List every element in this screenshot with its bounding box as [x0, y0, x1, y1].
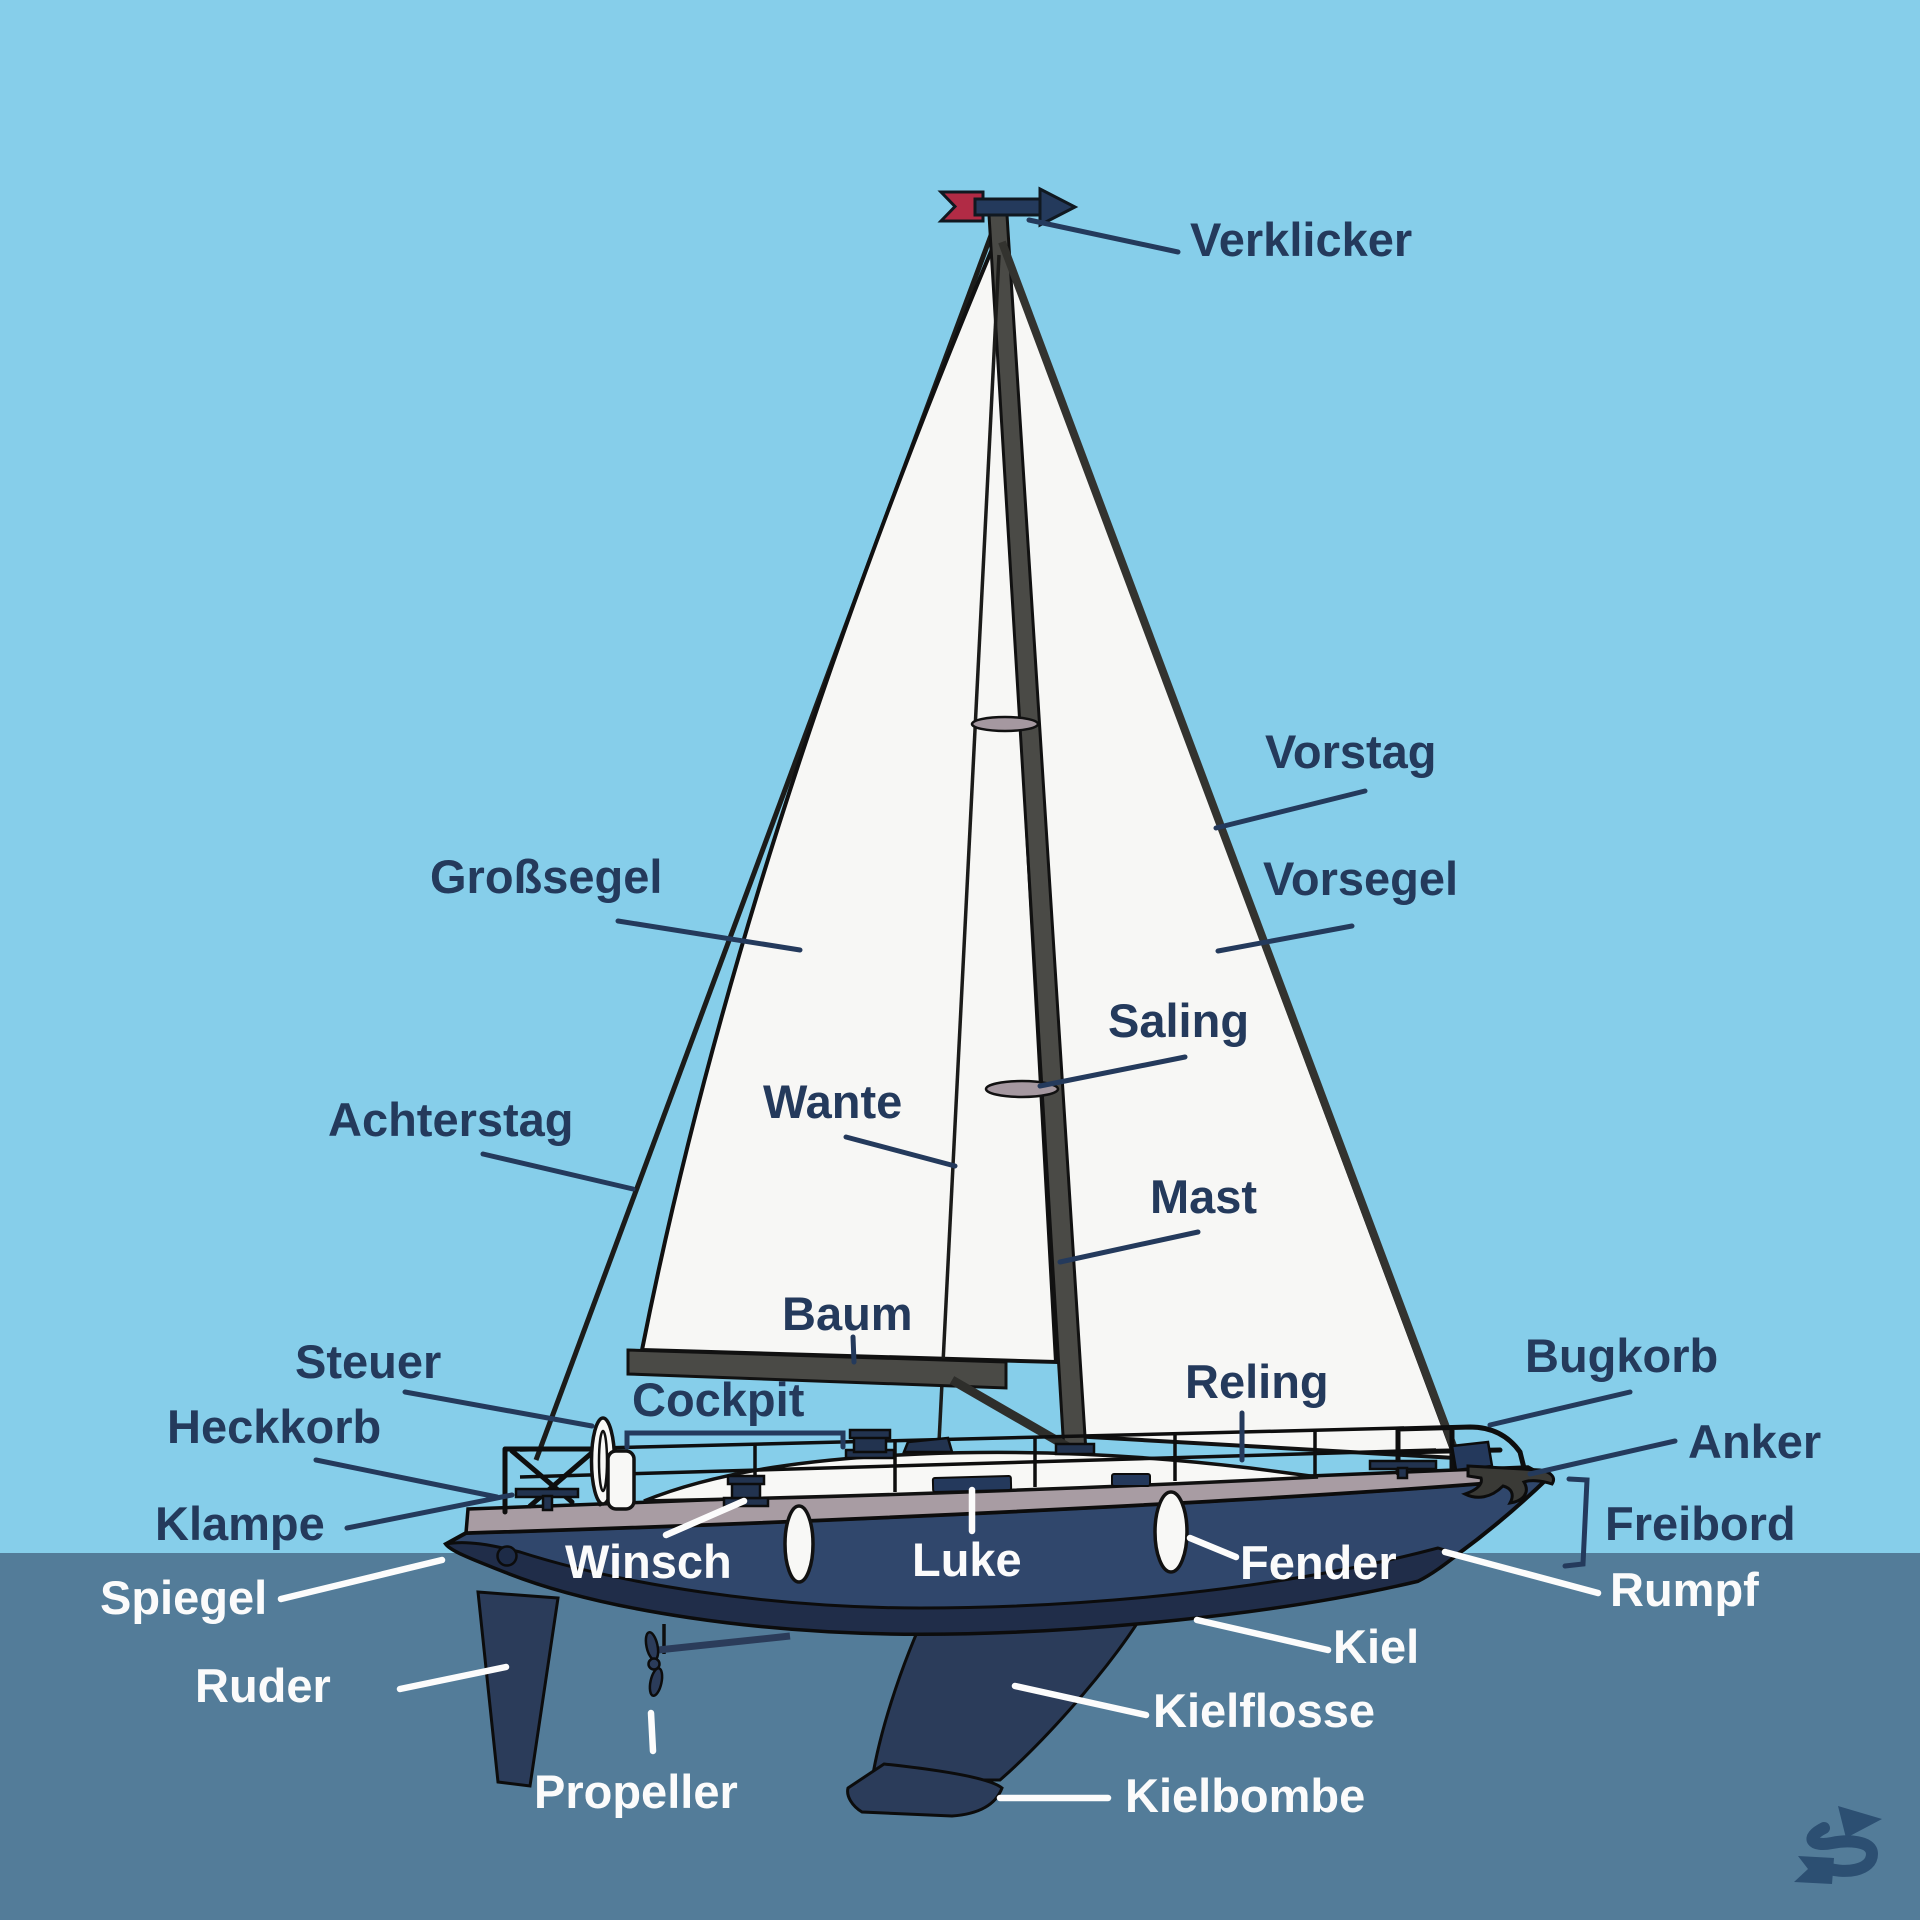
- stern-cleat: [514, 1487, 580, 1512]
- label-spiegel: Spiegel: [100, 1571, 267, 1624]
- label-winsch: Winsch: [565, 1535, 732, 1588]
- label-freibord: Freibord: [1605, 1497, 1796, 1550]
- labels: Verklicker Vorstag Vorsegel Großsegel Sa…: [100, 213, 1821, 1822]
- label-kielflosse: Kielflosse: [1153, 1684, 1375, 1737]
- label-heckkorb: Heckkorb: [167, 1400, 381, 1453]
- label-wante: Wante: [763, 1075, 902, 1128]
- s-arrow-logo: [1794, 1806, 1882, 1884]
- pointer-grosssegel: [615, 918, 803, 953]
- pointer-winsch: [662, 1497, 748, 1539]
- shroud-line: [936, 254, 1001, 1463]
- wind-vane-arrow-icon: [937, 186, 1079, 228]
- label-bugkorb: Bugkorb: [1525, 1329, 1718, 1382]
- label-achterstag: Achterstag: [328, 1093, 574, 1146]
- label-baum: Baum: [782, 1287, 913, 1340]
- pointer-anker: [1527, 1438, 1678, 1477]
- pointer-verklicker: [1026, 217, 1181, 255]
- bow-cleat: [1368, 1459, 1438, 1480]
- pointer-rumpf: [1441, 1548, 1602, 1597]
- label-kiel: Kiel: [1333, 1620, 1419, 1673]
- cockpit-bracket: [624, 1430, 846, 1450]
- label-anker: Anker: [1688, 1415, 1821, 1468]
- fender-aft: [783, 1504, 815, 1584]
- label-mast: Mast: [1150, 1170, 1257, 1223]
- cabin-window: [1111, 1473, 1151, 1487]
- label-vorsegel: Vorsegel: [1263, 852, 1458, 905]
- label-rumpf: Rumpf: [1610, 1563, 1759, 1616]
- mainsail: [639, 241, 1059, 1365]
- forestay-line: [998, 240, 1463, 1464]
- rudder-blade: [476, 1590, 560, 1788]
- freibord-bracket: [1562, 1476, 1590, 1569]
- hull-underwater-band: [443, 1541, 1462, 1636]
- pointer-mast: [1057, 1229, 1201, 1265]
- pointer-propeller: [647, 1709, 657, 1755]
- label-verklicker: Verklicker: [1190, 213, 1412, 266]
- label-fender: Fender: [1240, 1536, 1397, 1589]
- pointer-klampe: [344, 1492, 515, 1531]
- pointer-achterstag: [480, 1151, 636, 1192]
- fender-forward: [1153, 1490, 1189, 1574]
- pointer-wante: [843, 1134, 958, 1169]
- pointer-ruder: [396, 1663, 510, 1693]
- wind-vane-flag: [937, 190, 985, 223]
- label-klampe: Klampe: [155, 1497, 325, 1550]
- bow-pulpit: [1395, 1424, 1527, 1476]
- propeller-hub: [647, 1657, 661, 1671]
- label-ruder: Ruder: [195, 1659, 331, 1712]
- cabin-winch: [844, 1428, 896, 1460]
- pointer-steuer: [402, 1389, 595, 1429]
- lower-lifeline: [519, 1448, 1437, 1479]
- pointer-kielflosse: [1011, 1682, 1150, 1719]
- boom-spar: [626, 1348, 1008, 1390]
- label-reling: Reling: [1185, 1355, 1329, 1408]
- pointer-baum: [850, 1334, 857, 1365]
- pointer-heckkorb: [313, 1457, 500, 1500]
- logo-arrowhead: [1838, 1806, 1882, 1838]
- pointer-saling: [1037, 1054, 1188, 1089]
- porthole: [496, 1545, 518, 1567]
- label-cockpit: Cockpit: [632, 1373, 805, 1426]
- logo-flag-tail: [1794, 1856, 1834, 1884]
- keel-fin: [870, 1620, 1141, 1782]
- pointer-spiegel: [277, 1556, 446, 1603]
- label-kielbombe: Kielbombe: [1125, 1769, 1365, 1822]
- sailboat-illustration: [443, 186, 1555, 1818]
- deck-vent: [902, 1436, 954, 1454]
- pointer-lines-white: [277, 1486, 1602, 1802]
- propeller-illustration: [644, 1624, 791, 1697]
- mast-base-plate: [1054, 1442, 1096, 1456]
- label-luke: Luke: [912, 1533, 1022, 1586]
- label-propeller: Propeller: [534, 1765, 738, 1818]
- propeller-strut: [657, 1632, 791, 1654]
- cockpit-coaming: [606, 1449, 636, 1511]
- keel-bulb: [846, 1762, 1004, 1818]
- upper-spreader: [970, 715, 1040, 733]
- pointer-lines-navy: [313, 217, 1678, 1569]
- wind-vane-arrowhead: [1038, 186, 1079, 228]
- pointer-fender: [1186, 1534, 1240, 1561]
- pointer-bugkorb: [1487, 1389, 1633, 1428]
- label-steuer: Steuer: [295, 1335, 441, 1388]
- label-vorstag: Vorstag: [1265, 725, 1437, 778]
- label-saling: Saling: [1108, 994, 1249, 1047]
- pointer-vorstag: [1213, 788, 1368, 831]
- pointer-kiel: [1193, 1616, 1332, 1654]
- label-grosssegel: Großsegel: [430, 850, 662, 903]
- pointer-vorsegel: [1215, 923, 1355, 954]
- upper-lifeline: [519, 1426, 1405, 1452]
- wind-vane-bar: [973, 197, 1044, 217]
